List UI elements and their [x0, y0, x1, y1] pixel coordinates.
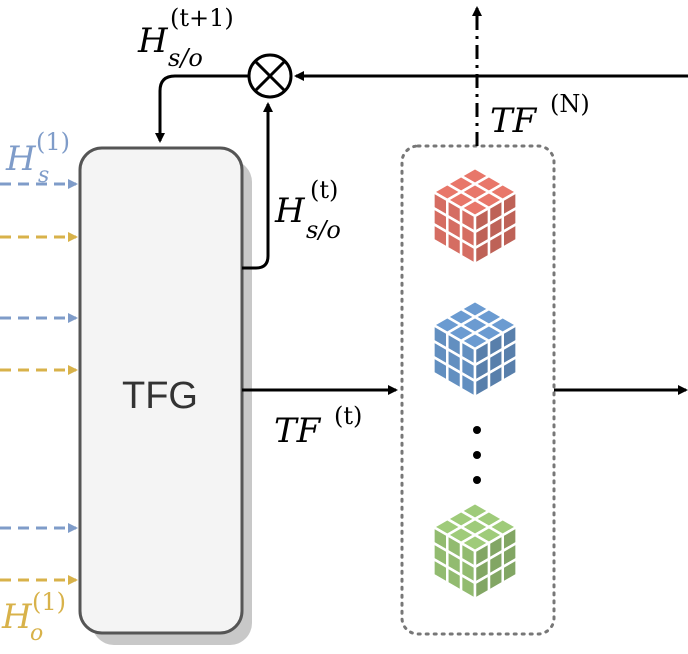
- blue-cube: [432, 299, 518, 399]
- label-tf-n: TF (N): [490, 90, 590, 141]
- cube-cell: [473, 238, 491, 266]
- object-inputs: [0, 232, 78, 585]
- cube-cell: [473, 573, 491, 601]
- red-cube: [432, 166, 518, 266]
- memory-bank: [400, 144, 556, 636]
- label-h-next: H s/o (t+1): [137, 4, 234, 72]
- label-tf-t: TF (t): [274, 402, 362, 451]
- label-h-t: H s/o (t): [274, 176, 346, 244]
- tfg-block-label: TFG: [122, 375, 198, 417]
- multiply-node: [247, 53, 293, 99]
- label-h-o1: H o (1): [1, 588, 66, 646]
- green-cube: [432, 501, 518, 601]
- cube-cell: [473, 371, 491, 399]
- ellipsis-dots: [473, 426, 481, 484]
- h-next-line: [155, 74, 249, 143]
- label-h-s1: H s (1): [5, 128, 70, 188]
- subject-inputs: [0, 179, 78, 533]
- h-t-output-line: [242, 102, 273, 270]
